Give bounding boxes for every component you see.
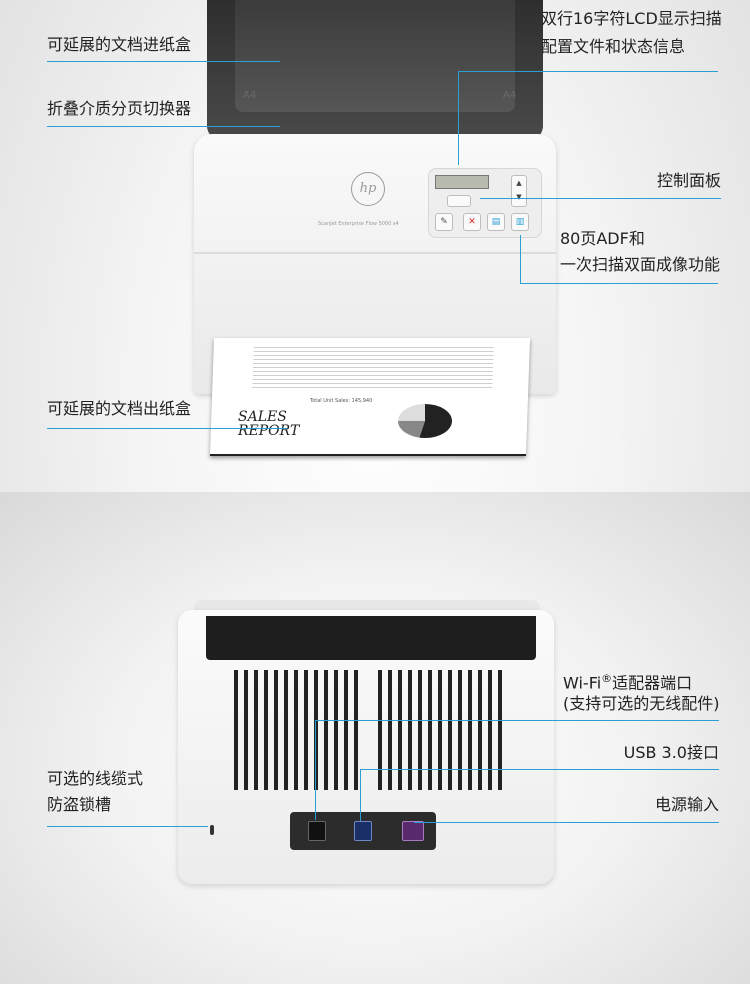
vent-right — [378, 670, 502, 790]
tray-size-mark-right: A4 — [503, 90, 517, 101]
callout-line-usb-vertical — [360, 769, 361, 821]
front-view-panel: A4 A4 hp ScanJet Enterprise Flow 5000 s4… — [47, 0, 722, 456]
callout-line-adf — [520, 283, 718, 284]
input-tray-image: A4 A4 — [207, 0, 543, 140]
vent-left — [234, 670, 360, 790]
label-output-tray: 可延展的文档出纸盒 — [47, 399, 192, 418]
callout-line-media-switch — [47, 126, 280, 127]
label-lock-line1: 可选的线缆式 — [47, 769, 144, 788]
lcd-display — [435, 175, 489, 189]
callout-line-lcd — [458, 71, 718, 72]
callout-line-usb — [360, 769, 719, 770]
callout-line-lcd-vertical — [458, 71, 459, 165]
label-control-panel: 控制面板 — [656, 171, 721, 190]
paper-title: SALES REPORT — [238, 410, 299, 438]
paper-subtitle: Total Unit Sales: 145,940 — [310, 398, 373, 404]
label-adf-line2: 一次扫描双面成像功能 — [560, 255, 721, 274]
hp-logo: hp — [351, 172, 385, 206]
up-down-buttons: ▲▼ — [511, 175, 527, 207]
callout-line-input-tray — [47, 61, 280, 62]
label-wifi-text: Wi-Fi — [563, 673, 602, 693]
simplex-scan-icon: ▤ — [487, 213, 505, 231]
input-tray-inner — [235, 0, 515, 112]
callout-line-output-tray — [47, 428, 287, 429]
scanner-body-seam — [194, 252, 556, 254]
usb-port-icon — [354, 821, 372, 841]
tray-size-mark-left: A4 — [243, 90, 257, 101]
paper-title-line1: SALES — [238, 409, 287, 425]
tools-icon: ✎ — [435, 213, 453, 231]
label-power: 电源输入 — [654, 795, 719, 814]
cancel-icon: ✕ — [463, 213, 481, 231]
label-lcd-line1: 双行16字符LCD显示扫描 — [541, 9, 722, 28]
label-lcd-line2: 配置文件和状态信息 — [541, 37, 686, 56]
rear-cavity — [206, 616, 536, 660]
callout-line-adf-vertical — [520, 235, 521, 283]
label-usb: USB 3.0接口 — [623, 743, 719, 762]
label-wifi-text-rest: 适配器端口 — [612, 673, 693, 693]
paper-table — [252, 344, 494, 390]
model-text: ScanJet Enterprise Flow 5000 s4 — [318, 221, 399, 227]
wifi-port-icon — [308, 821, 326, 841]
callout-line-control-panel — [480, 198, 721, 199]
control-panel-image: ▲▼ ✎ ✕ ▤ ▥ — [428, 168, 542, 238]
lock-slot-icon — [210, 825, 214, 835]
label-input-tray: 可延展的文档进纸盒 — [47, 35, 192, 54]
paper-title-line2: REPORT — [238, 423, 300, 439]
power-port-icon — [402, 821, 424, 841]
label-wifi-line2: (支持可选的无线配件) — [563, 694, 720, 713]
callout-line-power — [414, 822, 719, 823]
port-panel — [290, 812, 436, 850]
duplex-scan-icon: ▥ — [511, 213, 529, 231]
rear-view-panel: Wi-Fi®适配器端口 (支持可选的无线配件) USB 3.0接口 电源输入 可… — [0, 492, 750, 984]
label-adf-line1: 80页ADF和 — [560, 229, 645, 248]
callout-line-wifi — [315, 720, 719, 721]
callout-line-lock — [47, 826, 208, 827]
callout-line-wifi-vertical — [315, 720, 316, 820]
select-button — [447, 195, 471, 207]
label-lock-line2: 防盗锁槽 — [47, 795, 112, 814]
label-wifi-reg: ® — [601, 672, 613, 685]
label-media-switch: 折叠介质分页切换器 — [47, 99, 192, 118]
paper-pie-chart — [398, 404, 452, 438]
label-wifi-line1: Wi-Fi®适配器端口 — [563, 666, 692, 696]
